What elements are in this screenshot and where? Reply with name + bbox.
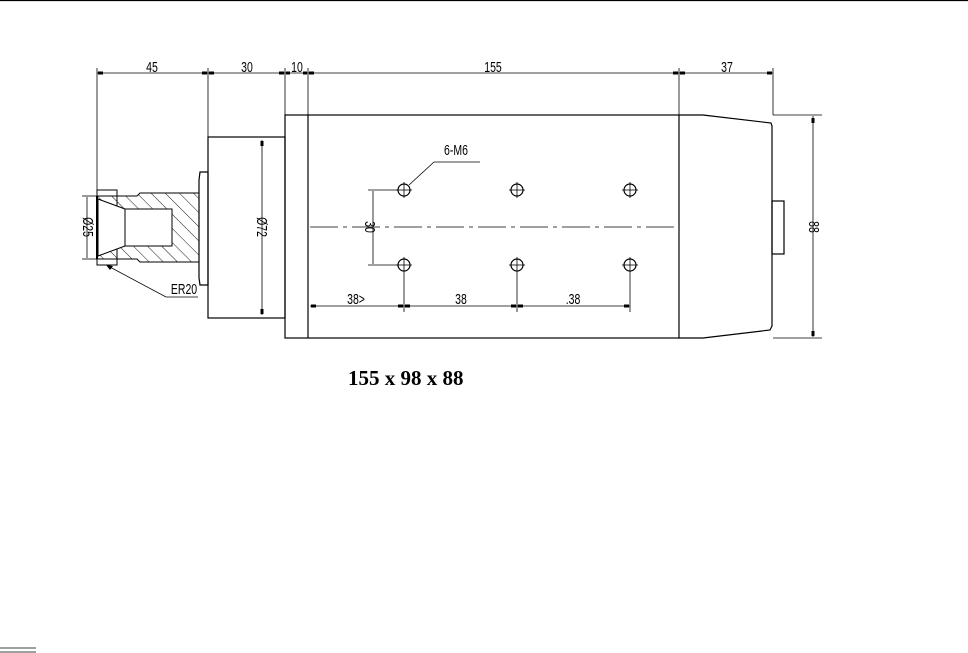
dim-dia-25: Ø25 <box>80 217 97 237</box>
connector <box>771 200 785 255</box>
dim-45: 45 <box>146 58 158 75</box>
dim-38-pitch-2: .38 <box>566 290 581 307</box>
dim-dia-72: Ø72 <box>254 217 271 237</box>
hole-spacing-dimension: 30 <box>362 189 398 266</box>
dim-38-offset: 38> <box>347 290 365 307</box>
dim-88: 88 <box>806 221 823 233</box>
front-flange: Ø72 <box>198 136 286 319</box>
dim-155: 155 <box>484 58 502 75</box>
size-caption: 155 x 98 x 88 <box>348 366 464 390</box>
dim-10: 10 <box>291 58 303 75</box>
hole <box>622 182 638 198</box>
motor-body <box>284 114 680 339</box>
bottom-left-mark <box>0 647 36 653</box>
dim-30-flange: 30 <box>241 58 253 75</box>
hole <box>396 257 412 312</box>
dim-37: 37 <box>721 58 733 75</box>
hole <box>509 182 525 198</box>
shaft-collet <box>96 189 200 266</box>
m6-label: 6-M6 <box>444 141 468 158</box>
hole <box>622 257 638 312</box>
hole-pitch-dimensions: 38> 38 .38 <box>310 290 630 308</box>
collet-diameter-dimension: Ø25 <box>80 195 97 260</box>
dim-30-holes: 30 <box>362 221 379 233</box>
m6-callout: 6-M6 <box>408 141 480 186</box>
hole <box>509 257 525 312</box>
mounting-holes <box>396 182 638 312</box>
er20-label: ER20 <box>171 280 197 297</box>
height-dimension: 88 <box>773 114 823 339</box>
rear-cap <box>679 114 785 339</box>
top-dimension-chain: 45 30 10 155 37 <box>96 58 774 192</box>
er20-callout: ER20 <box>106 265 198 297</box>
dim-38-pitch-1: 38 <box>455 290 467 307</box>
